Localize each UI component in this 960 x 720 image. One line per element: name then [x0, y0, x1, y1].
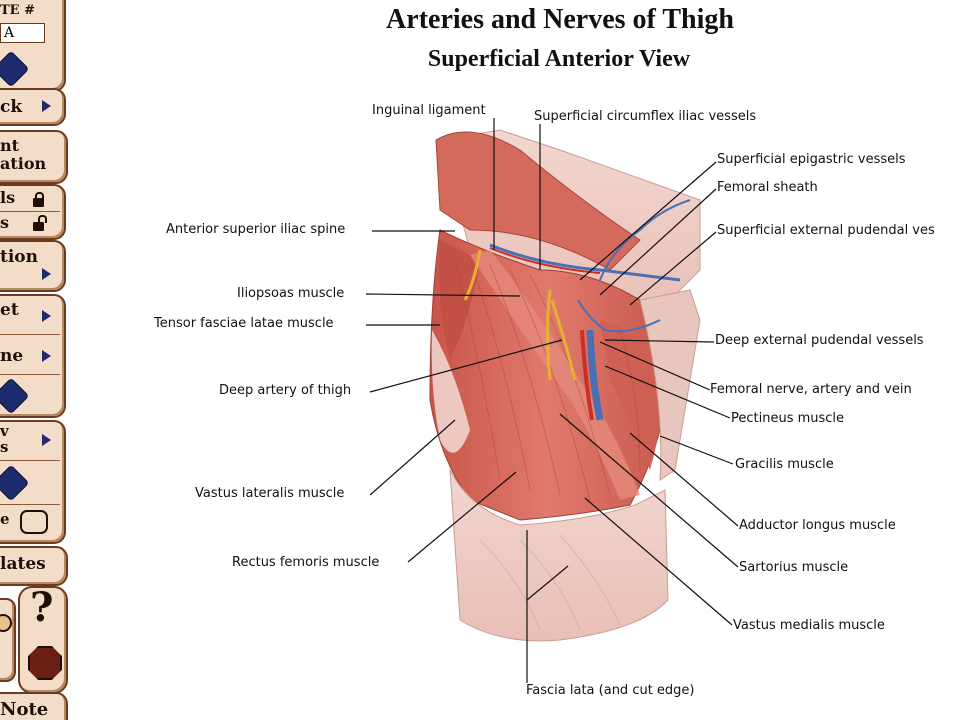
play-arrow-icon [42, 268, 51, 280]
divider [0, 374, 60, 375]
label-tensor-fasciae-latae-muscle: Tensor fasciae latae muscle [154, 316, 334, 331]
label-rectus-femoris-muscle: Rectus femoris muscle [232, 555, 380, 570]
checkbox[interactable] [20, 510, 48, 534]
note-panel[interactable]: Note [0, 692, 68, 720]
question-mark-icon[interactable]: ? [30, 584, 54, 631]
label-deep-external-pudendal-vessels: Deep external pudendal vessels [715, 333, 924, 348]
stop-icon[interactable] [28, 646, 62, 680]
leader-superficial-external-pudendal [629, 231, 717, 306]
label-deep-artery-of-thigh: Deep artery of thigh [219, 383, 352, 398]
label-superficial-external-pudendal-vessels: Superficial external pudendal ves [717, 223, 935, 238]
frame-label[interactable]: ne [0, 346, 24, 366]
e-label: e [0, 510, 10, 528]
back-label: ck [0, 97, 23, 117]
leader-deep-artery [369, 339, 563, 393]
leader-femoral-nva [599, 341, 711, 391]
label-gracilis-muscle: Gracilis muscle [735, 457, 834, 472]
labels-label-1[interactable]: ls [0, 188, 16, 207]
leader-adductor-longus [629, 432, 739, 527]
label-vastus-lateralis-muscle: Vastus lateralis muscle [195, 486, 345, 501]
lateral-fascia-patch [431, 330, 470, 453]
page-subtitle: Superficial Anterior View [427, 46, 691, 72]
toolbar: TE # A ck nt ation ls s tion et ne v s [0, 0, 68, 720]
play-arrow-icon[interactable] [42, 350, 51, 362]
fascia-striations [479, 534, 621, 631]
fascia-lata-lower [449, 469, 669, 642]
fascia-lata-right-flap [639, 289, 701, 481]
animation-panel[interactable]: tion [0, 240, 66, 292]
leader-femoral-sheath [599, 188, 717, 296]
label-iliopsoas-muscle: Iliopsoas muscle [237, 286, 345, 301]
play-arrow-icon[interactable] [42, 310, 51, 322]
vessels [489, 199, 691, 421]
orientation-label-2: ation [0, 154, 47, 173]
labels-label-2[interactable]: s [0, 213, 10, 232]
page-title: Arteries and Nerves of Thigh [386, 4, 734, 35]
play-arrow-icon[interactable] [42, 434, 51, 446]
orientation-label-1: nt [0, 136, 20, 155]
plates-panel[interactable]: lates [0, 546, 68, 586]
label-femoral-sheath: Femoral sheath [717, 180, 818, 195]
divider [0, 211, 60, 212]
leader-deep-external-pudendal [604, 339, 715, 343]
lock-icon[interactable] [33, 192, 44, 207]
plate-field-label: TE # [0, 3, 36, 18]
leader-fascia-lata-2 [526, 565, 569, 601]
leader-superficial-epigastric [579, 161, 717, 281]
label-vastus-medialis-muscle: Vastus medialis muscle [733, 618, 885, 633]
label-fascia-lata: Fascia lata (and cut edge) [526, 683, 695, 698]
label-sartorius-muscle: Sartorius muscle [739, 560, 849, 575]
leader-sartorius [559, 413, 739, 568]
label-femoral-nerve-artery-vein: Femoral nerve, artery and vein [710, 382, 912, 397]
unlock-icon[interactable] [33, 215, 47, 231]
label-adductor-longus-muscle: Adductor longus muscle [739, 518, 896, 533]
aux-knob[interactable] [0, 614, 12, 632]
view-panel: v s e [0, 420, 66, 544]
divider [0, 334, 60, 335]
set-label[interactable]: et [0, 300, 19, 320]
plate-panel: TE # A [0, 0, 66, 92]
adductor-group [600, 320, 662, 470]
divider [0, 504, 60, 505]
play-arrow-icon [42, 100, 51, 112]
tensor-fasciae-latae [438, 240, 480, 360]
sartorius-band [470, 250, 640, 500]
view-label-2[interactable]: s [0, 438, 9, 456]
leader-rectus-femoris [407, 471, 517, 563]
plate-number-field[interactable]: A [0, 23, 45, 43]
label-anterior-superior-iliac-spine: Anterior superior iliac spine [166, 222, 346, 237]
divider [0, 460, 60, 461]
set-panel: et ne [0, 294, 66, 418]
note-label: Note [0, 699, 49, 720]
label-inguinal-ligament: Inguinal ligament [372, 103, 486, 118]
plates-label: lates [0, 554, 46, 574]
nerves [463, 249, 577, 381]
leader-iliopsoas [365, 293, 521, 297]
abdominal-wall-muscle [435, 131, 641, 271]
leader-vastus-medialis [584, 497, 733, 626]
help-panel: ? [18, 586, 68, 694]
animation-label: tion [0, 247, 39, 267]
leader-gracilis [659, 435, 734, 465]
label-superficial-epigastric-vessels: Superficial epigastric vessels [717, 152, 906, 167]
back-panel[interactable]: ck [0, 88, 66, 126]
orientation-panel[interactable]: nt ation [0, 130, 68, 184]
leader-pectineus [604, 365, 731, 419]
label-pectineus-muscle: Pectineus muscle [731, 411, 845, 426]
labels-panel: ls s [0, 184, 66, 240]
view-label-1[interactable]: v [0, 422, 9, 440]
leader-vastus-lateralis [369, 419, 456, 496]
label-superficial-circumflex-iliac-vessels: Superficial circumflex iliac vessels [534, 109, 757, 124]
